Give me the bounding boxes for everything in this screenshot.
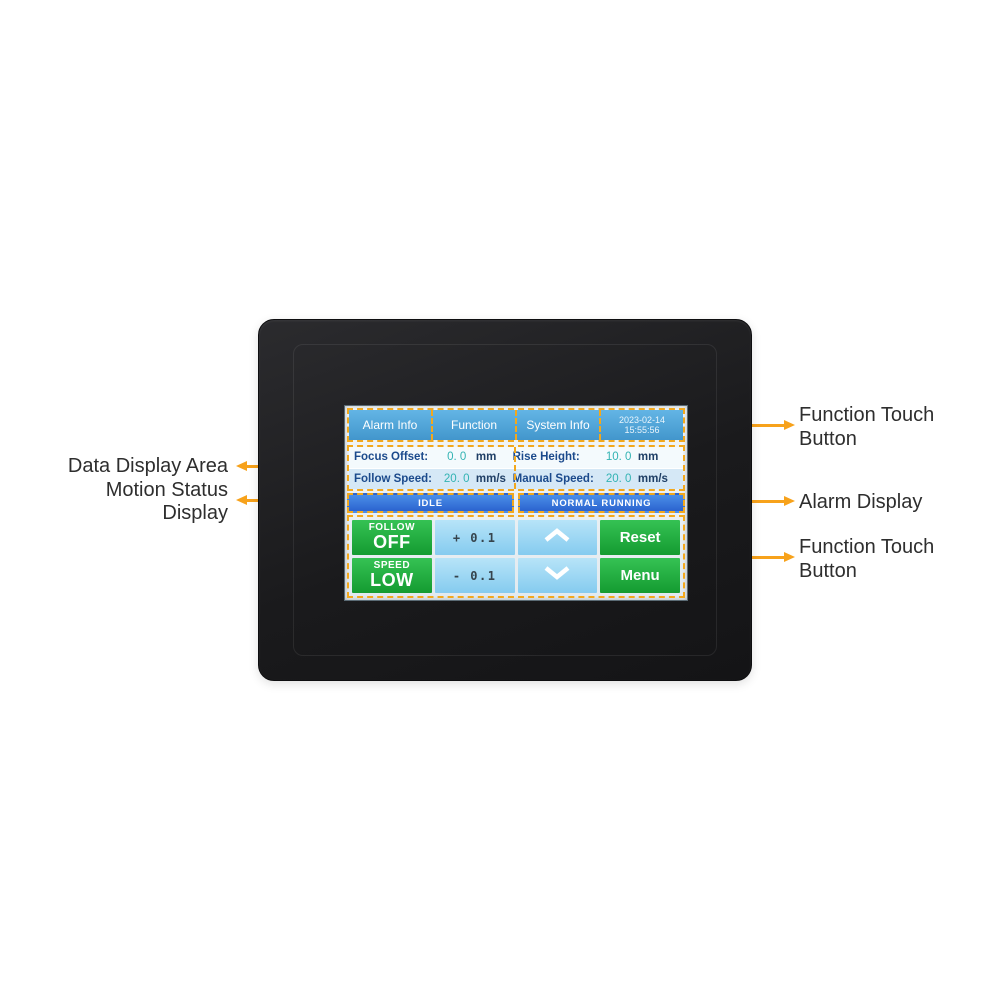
arrowhead-icon bbox=[784, 552, 795, 562]
focus-offset-unit: mm bbox=[475, 451, 497, 464]
arrowhead-icon bbox=[236, 461, 247, 471]
manual-speed-unit: mm/s bbox=[637, 472, 668, 485]
motion-status-display: IDLE bbox=[347, 493, 514, 513]
annotation-motion-status-line1: Motion Status bbox=[105, 478, 228, 501]
data-area-divider bbox=[514, 447, 517, 489]
follow-speed-label: Follow Speed: bbox=[354, 472, 432, 485]
focus-offset-value: 0. 0 bbox=[447, 451, 467, 464]
follow-off-line2: OFF bbox=[373, 532, 411, 553]
annotation-function-touch-top-line2: Button bbox=[799, 427, 857, 450]
date-text: 2023-02-14 bbox=[618, 414, 666, 425]
chevron-up-icon bbox=[542, 527, 572, 548]
step-plus-button[interactable]: + 0.1 bbox=[434, 520, 515, 555]
data-display-area: Focus Offset: 0. 0 mm Rise Height: 10. 0… bbox=[347, 445, 685, 491]
manual-speed-value: 20. 0 bbox=[605, 472, 632, 485]
function-button[interactable]: Function bbox=[431, 410, 515, 440]
datetime-display: 2023-02-14 15:55:56 bbox=[599, 410, 683, 440]
system-info-button[interactable]: System Info bbox=[515, 410, 599, 440]
manual-speed-label: Manual Speed: bbox=[512, 472, 594, 485]
follow-speed-unit: mm/s bbox=[475, 472, 506, 485]
annotation-function-touch-bottom-line1: Function Touch bbox=[799, 536, 935, 558]
step-plus-label: + 0.1 bbox=[452, 530, 497, 545]
menu-button[interactable]: Menu bbox=[600, 558, 680, 593]
focus-offset-label: Focus Offset: bbox=[354, 451, 429, 464]
menu-label: Menu bbox=[620, 567, 660, 584]
follow-speed-value: 20. 0 bbox=[443, 472, 470, 485]
annotation-function-touch-top: Function Touch Button bbox=[799, 404, 934, 451]
annotation-motion-status-line2: Display bbox=[162, 502, 228, 524]
topbar: Alarm Info Function System Info 2023-02-… bbox=[347, 408, 685, 442]
rise-height-unit: mm bbox=[637, 451, 659, 464]
device-bezel bbox=[293, 344, 717, 656]
step-minus-button[interactable]: - 0.1 bbox=[434, 558, 515, 593]
annotation-left-labels: Data Display Area Motion Status Display bbox=[68, 455, 228, 526]
chevron-down-icon bbox=[542, 565, 572, 586]
reset-label: Reset bbox=[619, 529, 661, 546]
annotation-function-touch-bottom: Function Touch Button bbox=[799, 536, 934, 583]
annotation-function-touch-top-line1: Function Touch bbox=[799, 404, 935, 426]
reset-button[interactable]: Reset bbox=[600, 520, 680, 555]
alarm-info-button[interactable]: Alarm Info bbox=[349, 410, 431, 440]
annotation-function-touch-bottom-line2: Button bbox=[799, 559, 857, 582]
time-text: 15:55:56 bbox=[624, 425, 660, 435]
follow-off-button[interactable]: FOLLOW OFF bbox=[352, 520, 432, 555]
follow-off-line1: FOLLOW bbox=[368, 521, 416, 533]
rise-height-value: 10. 0 bbox=[605, 451, 632, 464]
step-minus-label: - 0.1 bbox=[452, 568, 497, 583]
rise-height-label: Rise Height: bbox=[512, 451, 580, 464]
motion-status-row: IDLE NORMAL RUNNING bbox=[347, 493, 685, 513]
speed-low-button[interactable]: SPEED LOW bbox=[352, 558, 432, 593]
hmi-device: Alarm Info Function System Info 2023-02-… bbox=[258, 319, 752, 681]
annotation-data-display-area: Data Display Area bbox=[67, 455, 228, 477]
speed-low-line2: LOW bbox=[370, 570, 414, 591]
jog-up-button[interactable] bbox=[517, 520, 598, 555]
annotation-alarm-display: Alarm Display bbox=[799, 491, 922, 515]
annotation-alarm-display-text: Alarm Display bbox=[799, 491, 923, 513]
arrowhead-icon bbox=[784, 420, 795, 430]
data-row-1: Focus Offset: 0. 0 mm Rise Height: 10. 0… bbox=[349, 447, 683, 469]
function-touch-buttons: FOLLOW OFF + 0.1 Reset SPEED LOW bbox=[347, 515, 685, 598]
alarm-status-display: NORMAL RUNNING bbox=[518, 493, 685, 513]
jog-down-button[interactable] bbox=[517, 558, 598, 593]
touchscreen: Alarm Info Function System Info 2023-02-… bbox=[344, 405, 688, 601]
arrowhead-icon bbox=[236, 495, 247, 505]
arrowhead-icon bbox=[784, 496, 795, 506]
speed-low-line1: SPEED bbox=[373, 559, 411, 571]
